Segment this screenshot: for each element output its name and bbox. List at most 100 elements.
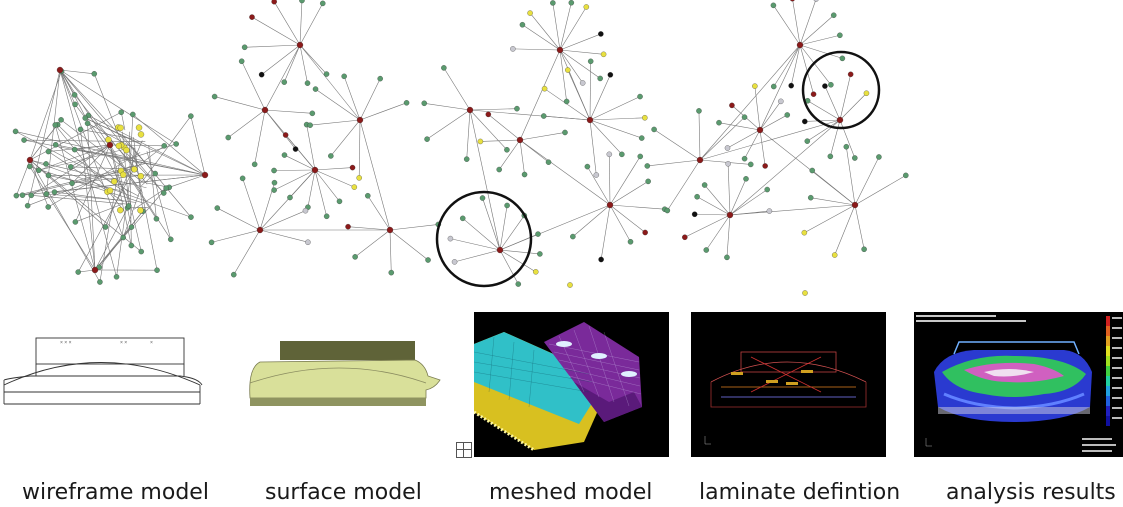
graph-node [71,92,78,98]
graph-node [153,216,160,222]
graph-node [556,46,564,54]
graph-node [515,281,522,287]
graph-node [271,0,277,5]
graph-node [535,231,541,237]
graph-node [214,205,221,211]
graph-node [837,32,843,39]
laminate-thumbnail [691,312,886,457]
graph-node [323,71,330,77]
graph-node [703,247,710,253]
caption-meshed: meshed model [489,480,653,505]
graph-node [120,171,127,178]
graph-node [813,0,819,2]
graph-node [451,259,458,265]
graph-node [292,146,299,152]
graph-node [597,75,603,82]
graph-node [72,219,79,225]
graph-node [24,202,31,209]
graph-node [514,105,520,112]
graph-node [852,155,858,161]
analysis-thumbnail [914,312,1123,457]
graph-node [111,178,118,185]
graph-node [386,226,394,234]
graph-node [117,124,124,132]
caption-laminate: laminate defintion [699,480,901,505]
graph-node [729,102,735,109]
graph-node [788,82,794,89]
graph-node [831,252,838,258]
graph-node [188,113,194,119]
graph-node [154,267,160,273]
graph-node [258,71,265,78]
graph-node [421,100,427,107]
graph-node [619,151,625,158]
network-graphs [12,0,909,296]
graph-node [425,257,431,263]
graph-node [567,282,573,288]
graph-node [466,106,474,114]
highlight-circles [435,50,881,288]
graph-node [302,207,309,214]
graph-node [790,0,795,2]
graph-node [642,229,648,236]
graph-node [463,156,470,162]
graph-node [725,161,731,167]
graph-node [352,254,358,260]
meshed-thumbnail [474,312,669,457]
graph-node [510,46,516,52]
graph-node [241,44,248,51]
graph-node [606,201,614,209]
graph-node [377,75,383,82]
graph-node [477,138,484,145]
graph-node [533,269,539,275]
graph-node [696,156,704,164]
graph-node [137,173,144,180]
graph-node [161,143,167,149]
graph-node [12,128,19,135]
graph-node [77,126,84,133]
caption-surface: surface model [265,480,422,505]
graph-node [115,142,122,150]
graph-node [876,154,882,160]
graph-node [766,208,773,214]
graph-node [479,195,486,201]
graph-node [644,163,651,169]
graph-node [131,166,138,173]
graph-node [724,145,731,151]
graph-node [320,0,326,7]
graph-node [447,235,454,242]
graph-node [388,269,395,276]
graph-node [173,141,179,147]
graph-node [271,187,277,193]
graph-node [485,111,492,118]
graph-node [281,79,288,85]
graph-node [251,161,258,168]
graph-node [645,178,651,185]
graph-node [21,137,27,143]
mesh-axes-icon [456,442,472,458]
graph-node [716,119,722,126]
wireframe-thumbnail: × × × × × × [0,330,205,430]
graph-node [19,192,26,198]
graph-node [43,191,50,197]
graph-node [827,153,834,160]
graph-node [606,151,613,158]
graph-node [26,163,33,170]
graph-node [296,41,304,49]
graph-node [441,65,447,71]
graph-node [307,122,313,128]
graph-node [299,0,305,4]
graph-node [598,31,604,37]
graph-node [123,146,130,154]
graph-node [627,239,634,245]
graph-node [424,136,430,142]
graph-node [691,211,698,218]
graph-node [593,172,600,178]
graph-node [309,110,316,117]
graph-node [231,271,237,278]
graph-node [201,171,209,179]
graph-node [45,148,52,155]
graph-node [516,136,524,144]
graph-node [504,147,510,153]
caption-analysis: analysis results [946,480,1116,505]
